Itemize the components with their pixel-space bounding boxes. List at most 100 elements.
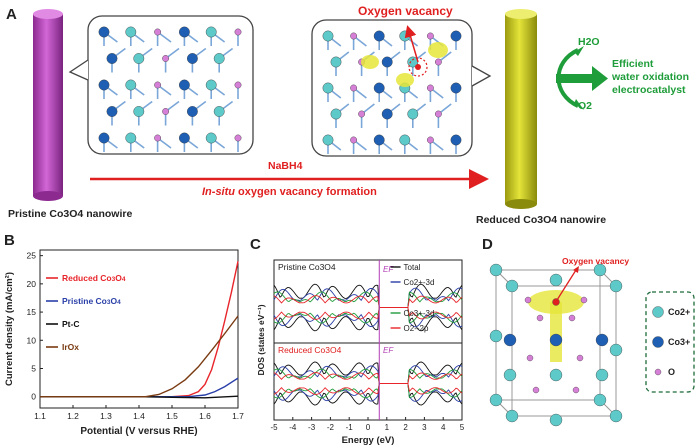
vacancy-pointer [556,269,577,301]
dos-curve [273,383,463,399]
cell-atom [549,413,563,427]
lattice-atom [399,30,411,42]
h2o-label: H2O [578,36,600,48]
x-axis-label: Potential (V versus RHE) [80,426,197,437]
dos-curve [273,365,463,384]
x-tick-label: 1.2 [67,411,79,421]
cell-atom [526,354,534,362]
bottom-title: Reduced Co3O4 [278,345,342,355]
cell-atom [489,393,503,407]
lattice-atom [373,134,385,146]
lattice-atom [98,26,110,38]
x-tick-label: 3 [422,423,427,432]
cell-atom [593,393,607,407]
cell-atom [549,333,563,347]
lattice-atom [373,30,385,42]
x-tick-label: -5 [270,423,278,432]
lattice-atom [381,108,393,120]
cell-atom [505,279,519,293]
lattice-atom [213,106,225,117]
x-tick-label: 2 [403,423,408,432]
reduced-nanowire [505,9,537,209]
lattice-atom [434,110,442,118]
dos-legend-label: Co2+-3d [404,278,435,287]
lattice-atom [322,134,334,146]
x-tick-label: 0 [366,423,371,432]
series-line-1 [40,377,239,398]
pristine-label: Pristine Co3O4 nanowire [8,208,133,220]
cell-atom [595,368,609,382]
lattice-atom [205,132,217,144]
cell-atom [568,314,576,322]
cell-atom [580,296,588,304]
x-tick-label: 1.4 [133,411,145,421]
legend-atom-1 [652,336,664,348]
lattice-atom [154,81,162,89]
cell-atom [576,354,584,362]
lattice-atom [178,26,190,38]
x-tick-label: -1 [346,423,354,432]
result-line-3: electrocatalyst [612,84,686,96]
cell-atom [505,409,519,423]
x-tick-label: -4 [289,423,297,432]
dos-curve [273,361,463,384]
lattice-atom [450,134,462,146]
lattice-atom [133,53,145,64]
lattice-atom [162,108,170,115]
crystal-bubble-reduced [311,19,492,157]
cell-atom [609,343,623,357]
y-tick-label: 0 [31,392,36,402]
dos-curve [273,383,463,406]
x-tick-label: 1 [385,423,390,432]
lattice-atom [154,28,162,36]
crystal-bubble-pristine [68,15,254,155]
legend-box [645,291,695,393]
lattice-atom [399,134,411,146]
lattice-atom [178,79,190,91]
lattice-atom [330,56,342,68]
x-tick-label: 1.5 [166,411,178,421]
oxygen-vacancy-label-d: Oxygen vacancy [562,256,629,266]
panel-a-figure [33,9,608,209]
cell-atom [503,368,517,382]
legend-label-2: Pt-C [62,319,79,329]
legend-label-0: Reduced Co3O4 [62,273,126,283]
y-tick-label: 25 [27,251,37,261]
result-label: Efficient water oxidation electrocatalys… [612,58,689,97]
x-tick-label: -3 [308,423,316,432]
lattice-atom [186,53,198,64]
lattice-atom [178,132,190,144]
o2-label: O2 [578,100,593,112]
cell-atom [489,263,503,277]
y-tick-label: 10 [27,335,37,345]
dos-curve [273,307,463,320]
dos-curve [273,295,463,308]
dos-legend-label: O2--2p [404,324,429,333]
cell-atom [489,329,503,343]
dos-curve [273,283,463,308]
lattice-atom [350,84,357,92]
pristine-nanowire [33,9,63,201]
lattice-atom [106,53,118,64]
lattice-atom [426,84,434,92]
lattice-atom [450,30,462,42]
process-label: In-situ oxygen vacancy formation [202,186,377,198]
dos-curve [273,372,463,384]
x-tick-label: 4 [441,423,446,432]
lattice-atom [358,110,365,118]
lattice-atom [407,108,419,120]
panel-a-letter: A [6,6,17,23]
lattice-atom [205,26,217,38]
lattice-atom [434,58,442,66]
dos-curve [273,368,463,384]
dos-curve [273,291,463,308]
legend-label-0: Co2+ [668,307,690,317]
panel-c-letter: C [250,236,261,253]
legend-label-1: Pristine Co3O4 [62,296,121,306]
y-tick-label: 5 [31,364,36,374]
dos-curve [273,383,463,395]
cell-atom [532,386,540,394]
reduced-label: Reduced Co3O4 nanowire [476,214,607,226]
